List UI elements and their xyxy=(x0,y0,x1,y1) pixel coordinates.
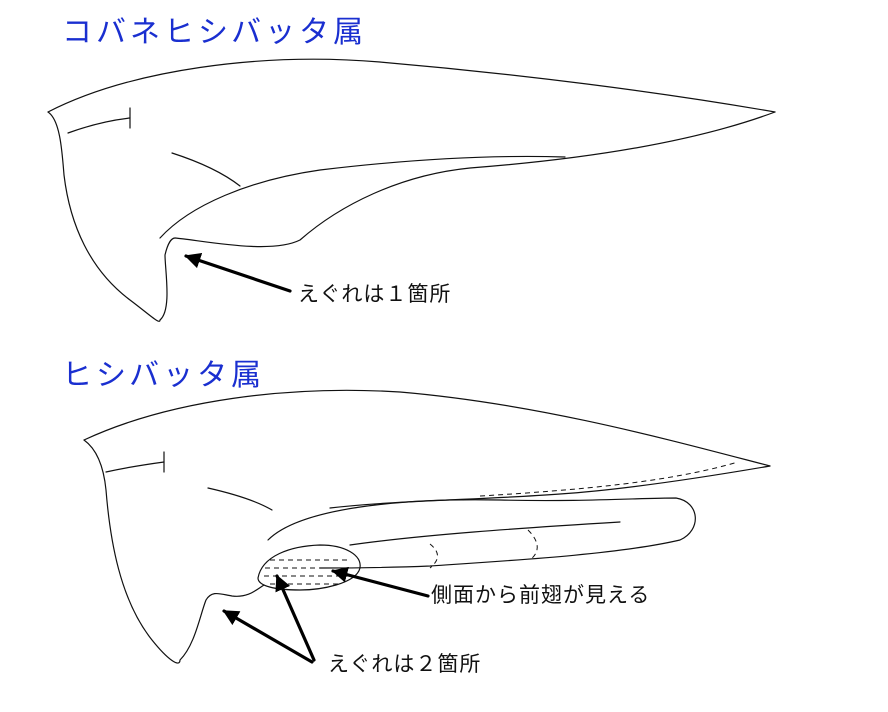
pronotum-outline-2 xyxy=(83,389,771,664)
notch-callout-2: えぐれは２箇所 xyxy=(328,652,482,676)
arrow-forewing xyxy=(331,566,430,598)
pronotum-outline-1 xyxy=(47,58,776,322)
section-2-heading: ヒシバッタ属 xyxy=(62,358,266,393)
notch-callout-1: えぐれは１箇所 xyxy=(298,282,452,306)
section-1-heading: コバネヒシバッタ属 xyxy=(62,15,368,50)
arrow-notch-1 xyxy=(184,253,292,293)
arrow-notch-2a xyxy=(222,609,314,664)
arrow-notch-2b xyxy=(275,574,316,662)
forewing-callout: 側面から前翅が見える xyxy=(431,583,651,607)
